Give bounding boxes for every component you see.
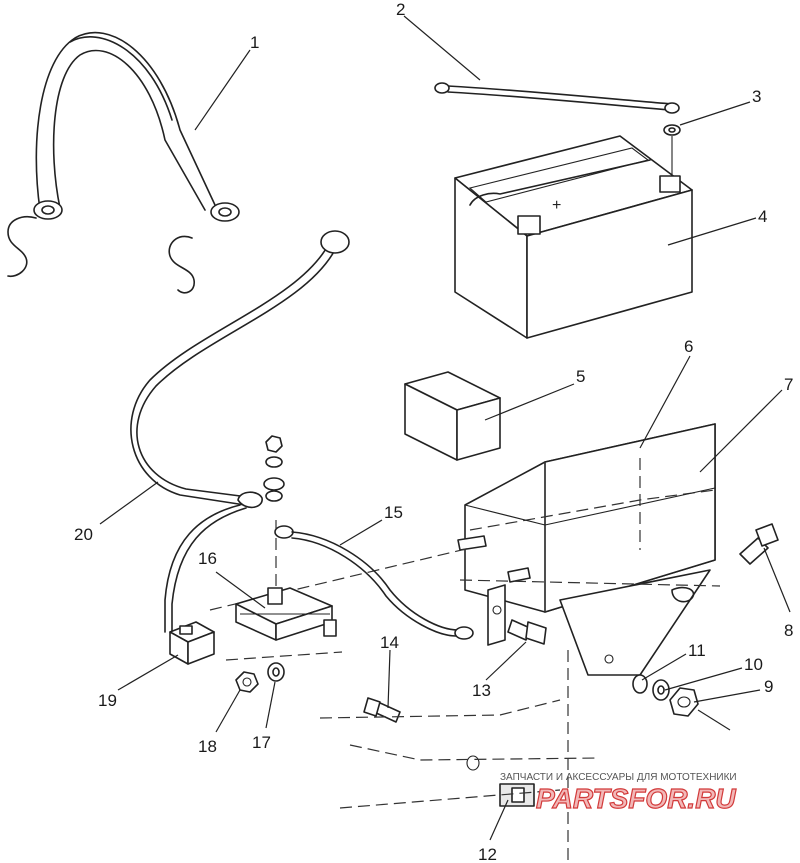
part-15-cable [274, 525, 474, 640]
callout-7: 7 [784, 375, 793, 394]
watermark-top-text: ЗАПЧАСТИ И АКСЕССУАРЫ ДЛЯ МОТОТЕХНИКИ [500, 772, 737, 783]
callout-3: 3 [752, 87, 761, 106]
part-9-nut [669, 687, 731, 731]
callout-numbers: 1 2 3 4 5 6 7 8 9 10 11 12 13 14 15 16 1… [74, 0, 793, 863]
part-16-solenoid [235, 587, 337, 641]
callout-8: 8 [784, 621, 793, 640]
callout-4: 4 [758, 207, 767, 226]
callout-14: 14 [380, 633, 399, 652]
callout-18: 18 [198, 737, 217, 756]
part-17-washer [267, 662, 285, 682]
callout-1: 1 [250, 33, 259, 52]
watermark-brand: PARTSFOR.RU [536, 783, 736, 814]
callout-13: 13 [472, 681, 491, 700]
callout-6: 6 [684, 337, 693, 356]
callout-5: 5 [576, 367, 585, 386]
callout-15: 15 [384, 503, 403, 522]
part-13-bolt [507, 619, 547, 645]
part-19-connector [169, 621, 215, 665]
part-20-positive-cable [130, 230, 350, 633]
part-5-pad [404, 371, 501, 461]
watermark: ЗАПЧАСТИ И АКСЕССУАРЫ ДЛЯ МОТОТЕХНИКИ PA… [500, 772, 737, 815]
part-10-lock-washer [652, 679, 670, 701]
box-studs [457, 535, 531, 583]
part-6-battery-box [464, 423, 716, 613]
part-1-battery-strap [7, 32, 240, 294]
callout-leaders [99, 15, 791, 841]
part-18-nut [235, 671, 259, 693]
reference-lines [209, 520, 721, 863]
callout-16: 16 [198, 549, 217, 568]
part-3-washer [663, 124, 681, 180]
callout-10: 10 [744, 655, 763, 674]
callout-9: 9 [764, 677, 773, 696]
part-12-clip [466, 755, 535, 807]
callout-11: 11 [688, 641, 706, 660]
callout-17: 17 [252, 733, 271, 752]
part-4-battery: + [454, 135, 693, 339]
callout-2: 2 [396, 0, 405, 19]
callout-20: 20 [74, 525, 93, 544]
callout-12: 12 [478, 845, 497, 863]
callout-19: 19 [98, 691, 117, 710]
part-14-bolt [363, 697, 401, 723]
battery-plus-symbol: + [552, 197, 561, 214]
post-hardware-stack [263, 435, 285, 502]
part-8-bolt [739, 523, 779, 565]
part-2-ground-cable [434, 82, 680, 114]
